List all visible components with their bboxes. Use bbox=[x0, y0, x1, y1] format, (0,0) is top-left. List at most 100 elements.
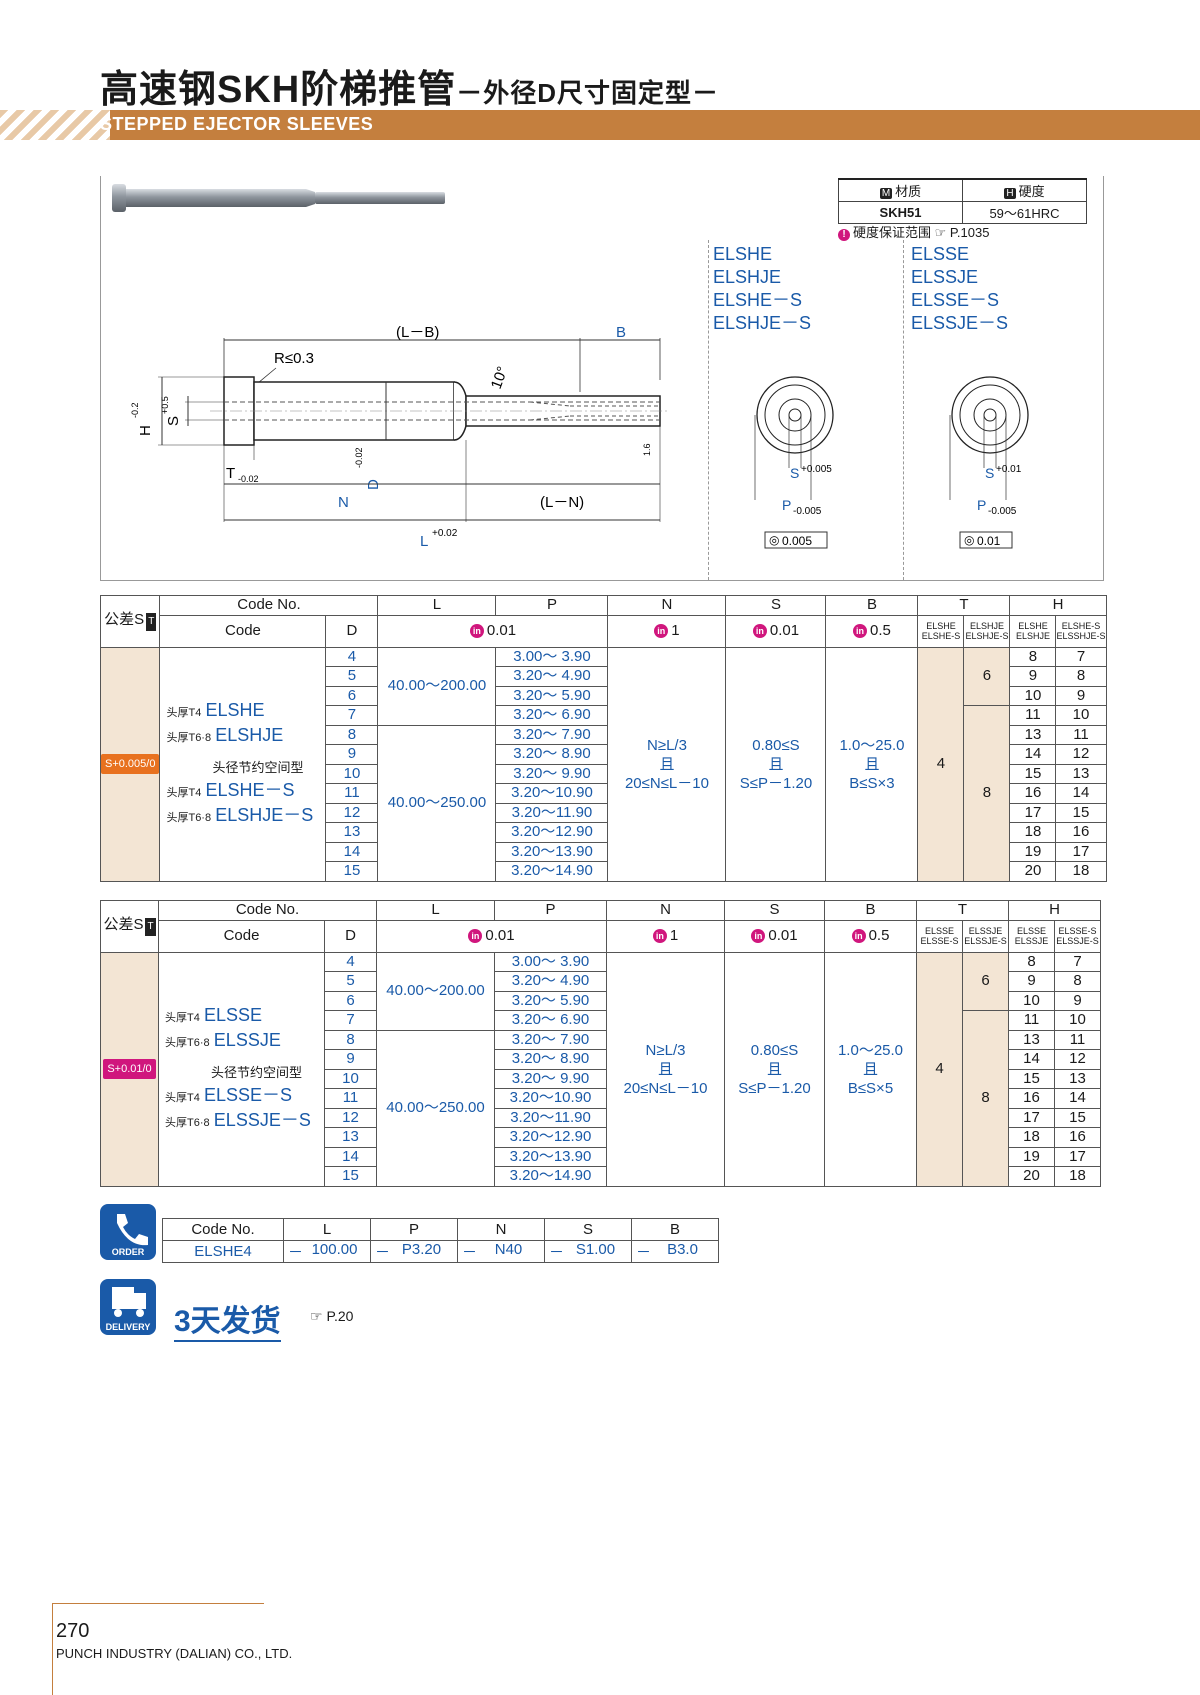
h2-value: 8 bbox=[1054, 971, 1101, 992]
h1-value: 10 bbox=[1008, 990, 1055, 1011]
dim-n: N bbox=[338, 494, 349, 511]
n-header: N bbox=[607, 595, 727, 616]
p-value: 3.00～ 3.90 bbox=[495, 646, 609, 667]
dim-s: S bbox=[165, 416, 182, 426]
t2-value: 8 bbox=[963, 705, 1011, 882]
p-header: P bbox=[494, 900, 607, 921]
tol-d: -0.02 bbox=[354, 447, 364, 468]
l-range: 40.00～250.00 bbox=[376, 1029, 495, 1187]
h-col1-label: ELSHE ELSHJE bbox=[1009, 614, 1057, 648]
increment-icon: in bbox=[751, 929, 766, 943]
code-item: ELSSJE－S bbox=[911, 313, 1009, 333]
d-value: 5 bbox=[324, 971, 377, 992]
codes-right: ELSSE ELSSJE ELSSE－S ELSSJE－S bbox=[911, 243, 1008, 335]
radius-label: R≤0.3 bbox=[274, 350, 314, 367]
p-value: 3.20～ 7.90 bbox=[495, 724, 609, 745]
p-value: 3.20～ 6.90 bbox=[494, 1010, 607, 1031]
detail2-conc: 0.01 bbox=[977, 534, 1001, 548]
increment-icon: in bbox=[752, 624, 767, 638]
increment-icon: in bbox=[853, 624, 868, 638]
tolerance-cell: S+0.01/0 bbox=[100, 951, 159, 1187]
code-header: Code bbox=[159, 614, 327, 648]
n-header: N bbox=[606, 900, 725, 921]
p-value: 3.20～14.90 bbox=[495, 861, 609, 882]
order-icon: ORDER bbox=[100, 1204, 156, 1260]
order-value-code: ELSHE4 bbox=[162, 1240, 284, 1263]
dim-h: H bbox=[137, 425, 154, 436]
h1-value: 13 bbox=[1009, 724, 1057, 745]
h-header: H bbox=[1008, 900, 1101, 921]
t-col1-label: ELSHE ELSHE-S bbox=[917, 614, 965, 648]
h1-value: 17 bbox=[1009, 802, 1057, 823]
hardness-ref-link[interactable]: P.1035 bbox=[949, 225, 990, 240]
h1-value: 19 bbox=[1008, 1146, 1055, 1167]
p-value: 3.20～ 8.90 bbox=[494, 1049, 607, 1070]
h2-value: 10 bbox=[1055, 705, 1107, 726]
material-value: SKH51 bbox=[838, 201, 963, 224]
dim-l: L bbox=[420, 533, 428, 550]
d-value: 13 bbox=[324, 1127, 377, 1148]
dim-b: B bbox=[616, 324, 626, 341]
p-value: 3.20～13.90 bbox=[495, 841, 609, 862]
d-value: 7 bbox=[324, 1010, 377, 1031]
angle-label: 10° bbox=[488, 364, 512, 391]
t2-value: 6 bbox=[962, 951, 1009, 1011]
h-col2-label: ELSSE-S ELSSJE-S bbox=[1054, 919, 1101, 953]
order-example-table: Code No. L P N S B ELSHE4 －100.00 －P3.20… bbox=[162, 1218, 719, 1263]
increment-icon: in bbox=[468, 929, 483, 943]
h1-value: 18 bbox=[1008, 1127, 1055, 1148]
h1-value: 16 bbox=[1009, 783, 1057, 804]
d-value: 6 bbox=[324, 990, 377, 1011]
h1-value: 9 bbox=[1009, 666, 1057, 687]
order-value-n: －N40 bbox=[457, 1240, 545, 1263]
h2-value: 14 bbox=[1055, 783, 1107, 804]
roughness: 1.6 bbox=[642, 443, 652, 456]
order-header-p: P bbox=[370, 1218, 458, 1241]
s-header: S bbox=[725, 595, 827, 616]
code-item: ELSSE bbox=[911, 244, 970, 264]
hardness-value: 59～61HRC bbox=[962, 201, 1087, 224]
d-value: 14 bbox=[325, 841, 379, 862]
d-value: 7 bbox=[325, 705, 379, 726]
h2-value: 11 bbox=[1055, 724, 1107, 745]
p-value: 3.20～ 7.90 bbox=[494, 1029, 607, 1050]
d-value: 5 bbox=[325, 666, 379, 687]
pointing-hand-icon: ☞ bbox=[934, 225, 947, 240]
p-value: 3.20～12.90 bbox=[495, 822, 609, 843]
order-value-l: －100.00 bbox=[283, 1240, 371, 1263]
code-header: Code bbox=[158, 919, 325, 953]
code-item: ELSHE－S bbox=[713, 290, 803, 310]
l-range: 40.00～200.00 bbox=[376, 951, 495, 1031]
detail2-s: S bbox=[985, 465, 994, 481]
order-header-s: S bbox=[544, 1218, 632, 1241]
delivery-ref[interactable]: ☞ P.20 bbox=[310, 1308, 354, 1324]
h2-value: 18 bbox=[1055, 861, 1107, 882]
tolerance-cell: S+0.005/0 bbox=[99, 646, 161, 882]
d-value: 9 bbox=[324, 1049, 377, 1070]
h1-value: 15 bbox=[1009, 763, 1057, 784]
end-view-drawing-1: S +0.005 P -0.005 ◎ 0.005 bbox=[754, 376, 834, 549]
code-item: ELSHE bbox=[713, 244, 773, 264]
h2-value: 13 bbox=[1055, 763, 1107, 784]
tol-l: +0.02 bbox=[432, 528, 458, 539]
p-header: P bbox=[495, 595, 609, 616]
order-header-b: B bbox=[631, 1218, 719, 1241]
p-value: 3.20～10.90 bbox=[495, 783, 609, 804]
delivery-icon: DELIVERY bbox=[100, 1279, 156, 1335]
p-value: 3.20～14.90 bbox=[494, 1166, 607, 1187]
h1-value: 20 bbox=[1008, 1166, 1055, 1187]
h2-value: 14 bbox=[1054, 1088, 1101, 1109]
b-header: B bbox=[824, 900, 917, 921]
t-col2-label: ELSHJE ELSHJE-S bbox=[963, 614, 1011, 648]
footer-line-v bbox=[52, 1603, 53, 1695]
dim-l-minus-n: (L－N) bbox=[540, 494, 584, 511]
figure-box bbox=[100, 176, 1104, 581]
order-value-s: －S1.00 bbox=[544, 1240, 632, 1263]
concentricity-icon: ◎ bbox=[964, 533, 974, 547]
